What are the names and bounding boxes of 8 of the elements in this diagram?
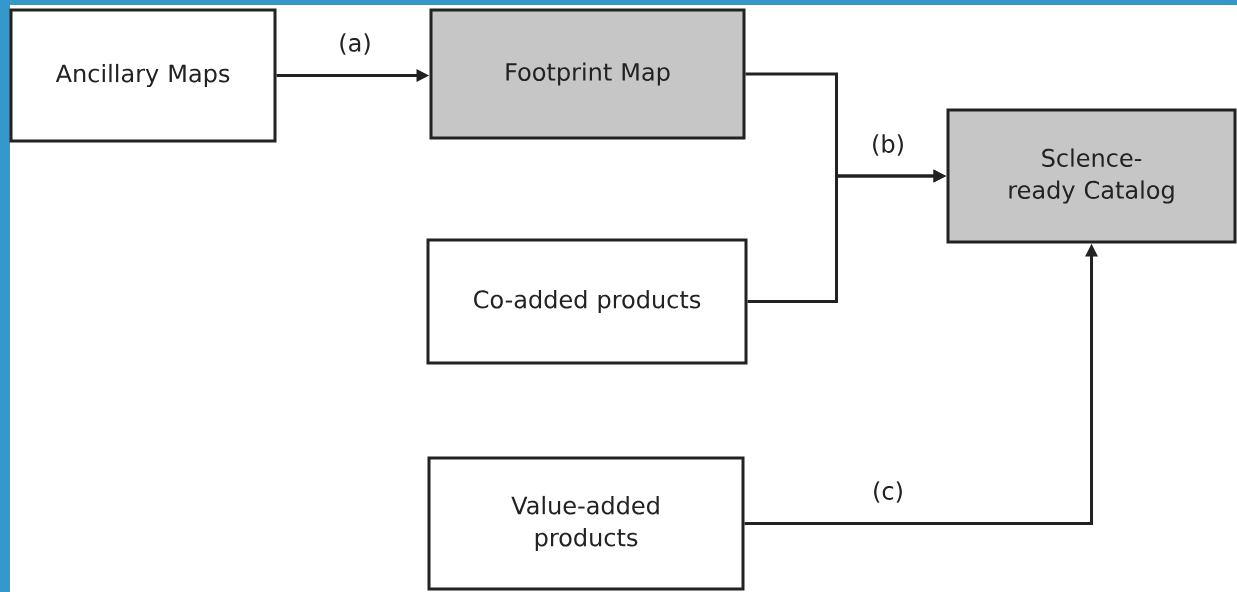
edge-label: (a) [336,31,374,57]
product-box: Sclence-ready Catalog [946,108,1237,244]
product-box: Footprint Map [429,8,746,140]
process-box: Value-added products [427,456,745,591]
edge-label: (c) [870,479,906,505]
edge-label: (b) [869,132,907,158]
process-box: Ancillary Maps [9,8,277,143]
process-box: Co-added products [426,238,748,365]
